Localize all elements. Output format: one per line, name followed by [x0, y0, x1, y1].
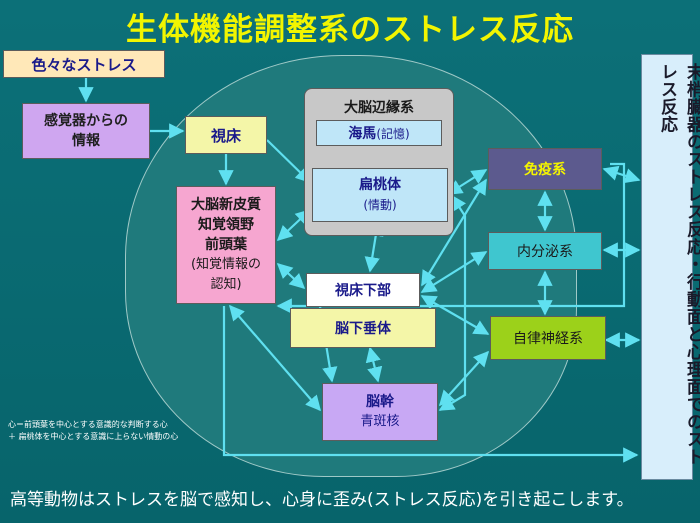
autonomic-nervous-system-label: 自律神経系	[513, 331, 583, 347]
stress-box: 色々なストレス	[3, 50, 165, 78]
immune-peripheral-arrow	[602, 165, 641, 184]
cortex-to-peripheral-arrow	[222, 306, 639, 463]
amygdala-box: 扁桃体 (情動)	[312, 168, 448, 222]
stress-label: 色々なストレス	[31, 55, 137, 74]
thalamus-label: 視床	[210, 126, 241, 145]
pituitary-brainstem-arrow	[365, 346, 383, 383]
amygdala-label: 扁桃体	[359, 177, 401, 193]
cortex-brainstem-arrow	[228, 304, 322, 412]
hypothalamus-endocrine-arrow	[420, 251, 488, 293]
endocrine-system-label: 内分泌系	[517, 244, 573, 260]
page-title: 生体機能調整系のストレス反応	[126, 12, 574, 48]
cortex-label-line2: 知覚領野	[198, 217, 254, 233]
hypothalamus-label: 視床下部	[335, 283, 391, 299]
peripheral-response-label: 末梢臓器のストレス反応・行動面と心理面でのストレス反応	[657, 63, 700, 466]
pituitary-box: 脳下垂体	[290, 308, 436, 348]
hippocampus-box: 海馬 (記憶)	[316, 120, 442, 146]
peripheral-response-box: 末梢臓器のストレス反応・行動面と心理面でのストレス反応	[641, 54, 700, 480]
connector-group	[78, 78, 641, 463]
cortex-box: 大脳新皮質 知覚領野 前頭葉 (知覚情報の 認知)	[176, 186, 276, 304]
cortex-sublabel-line2: 認知)	[210, 277, 242, 292]
sensory-label-line2: 情報	[72, 133, 100, 149]
note-line2: ＋ 扁桃体を中心とする意識に上らない情動の心	[8, 432, 179, 441]
brainstem-label: 脳幹	[366, 394, 394, 410]
autonomic-nervous-system-box: 自律神経系	[490, 316, 606, 360]
hippocampus-sublabel: (記憶)	[376, 126, 410, 141]
endocrine-system-box: 内分泌系	[488, 232, 602, 270]
cortex-label-line1: 大脳新皮質	[191, 197, 261, 213]
limbic-system-label: 大脳辺縁系	[344, 100, 414, 116]
cortex-hypothalamus-arrow	[276, 262, 306, 290]
note-line1: 心＝前頭葉を中心とする意識的な判断する心	[8, 420, 168, 429]
autonomic-to-cortex-loop-arrow	[276, 162, 626, 314]
cortex-sublabel-line1: (知覚情報の	[190, 257, 262, 272]
thalamus-box: 視床	[185, 116, 267, 154]
brainstem-box: 脳幹 青斑核	[322, 383, 438, 441]
hypothalamus-box: 視床下部	[306, 273, 420, 307]
immune-system-label: 免疫系	[524, 162, 566, 178]
pituitary-label: 脳下垂体	[335, 321, 391, 337]
hippocampus-label: 海馬	[348, 126, 377, 142]
bottom-caption: 高等動物はストレスを脳で感知し、心身に歪み(ストレス反応)を引き起こします。	[10, 490, 634, 510]
sensory-box: 感覚器からの 情報	[22, 103, 150, 159]
brainstem-sublabel: 青斑核	[360, 414, 400, 429]
amygdala-sublabel: (情動)	[363, 198, 397, 212]
brainstem-autonomic-arrow	[438, 350, 490, 407]
immune-system-box: 免疫系	[488, 148, 602, 190]
sensory-label-line1: 感覚器からの	[44, 113, 128, 129]
cortex-label-line3: 前頭葉	[205, 237, 247, 253]
thalamus-to-amygdala-arrow	[266, 139, 312, 184]
